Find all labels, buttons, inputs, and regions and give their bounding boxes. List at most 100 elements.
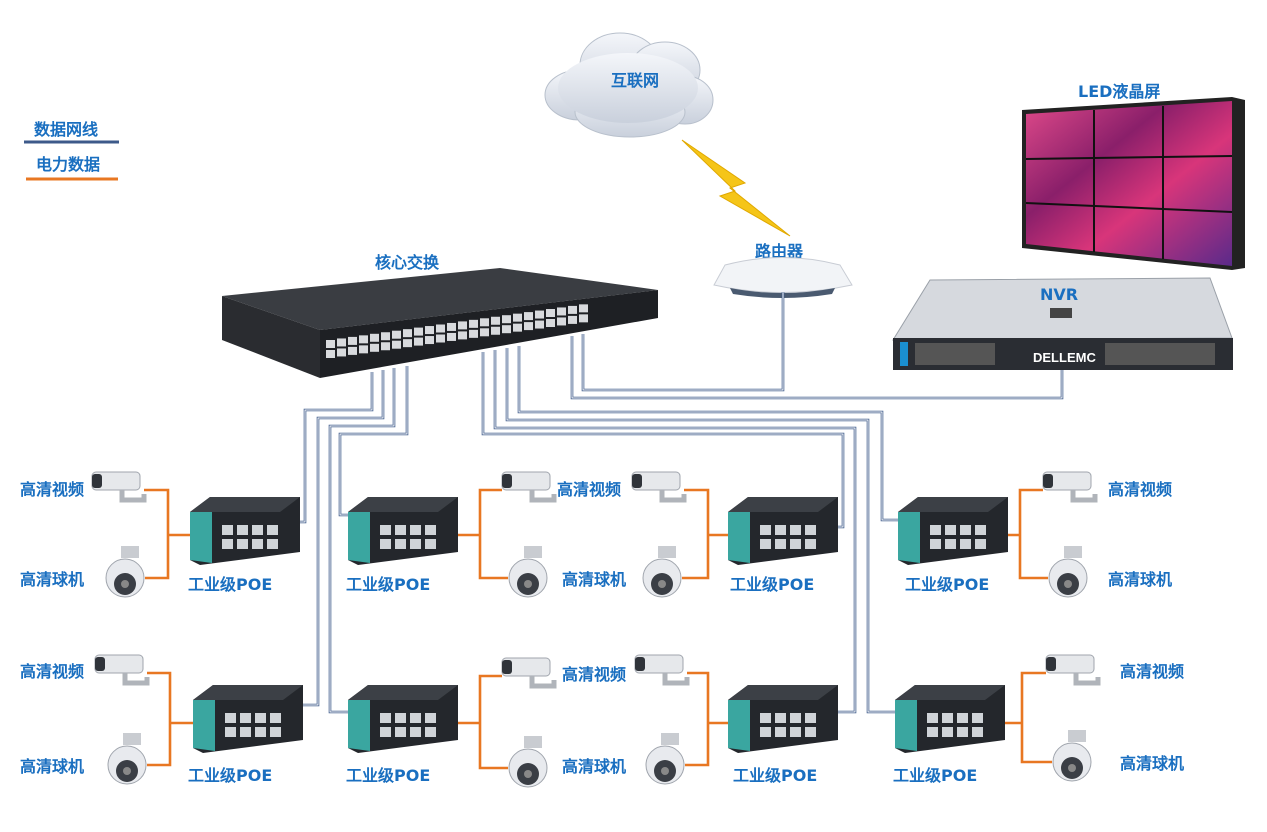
- bullet-camera-label: 高清视频: [562, 665, 626, 684]
- ethernet-port: [255, 727, 266, 737]
- ethernet-port: [326, 340, 335, 348]
- dome-camera-label: 高清球机: [20, 757, 84, 776]
- ethernet-port: [425, 713, 436, 723]
- ethernet-port: [425, 336, 434, 345]
- ethernet-port: [546, 319, 555, 327]
- legend-data-line-label: 数据网线: [34, 120, 98, 139]
- ethernet-port: [568, 305, 577, 314]
- poe-switch-label: 工业级POE: [733, 766, 817, 785]
- ethernet-port: [535, 310, 544, 319]
- ethernet-port: [805, 525, 816, 535]
- ethernet-port: [972, 713, 983, 723]
- ethernet-port: [790, 727, 801, 737]
- power-cable: [458, 488, 508, 580]
- bullet-camera-icon: [1042, 471, 1098, 503]
- ethernet-port: [960, 539, 971, 549]
- bullet-camera-label: 高清视频: [1120, 662, 1184, 681]
- ethernet-port: [337, 348, 346, 357]
- ethernet-port: [957, 727, 968, 737]
- bullet-camera-label: 高清视频: [1108, 480, 1172, 499]
- core-switch-label: 核心交换: [375, 253, 440, 272]
- ethernet-port: [775, 539, 786, 549]
- bullet-camera-icon: [94, 654, 150, 686]
- ethernet-port: [760, 713, 771, 723]
- nvr-server: DELLEMC NVR: [892, 277, 1233, 370]
- ethernet-port: [403, 339, 412, 348]
- ethernet-port: [410, 539, 421, 549]
- power-cable: [144, 488, 190, 580]
- ethernet-port: [535, 320, 544, 329]
- ethernet-port: [568, 315, 577, 324]
- ethernet-port: [775, 713, 786, 723]
- ethernet-port: [557, 307, 566, 316]
- ethernet-port: [775, 525, 786, 535]
- ethernet-port: [927, 727, 938, 737]
- data-cable-highlight: [506, 348, 895, 713]
- ethernet-port: [790, 525, 801, 535]
- data-cable-highlight: [329, 368, 395, 713]
- bullet-camera-label: 高清视频: [20, 480, 84, 499]
- ethernet-port: [480, 318, 489, 327]
- ethernet-port: [370, 343, 379, 352]
- bullet-camera-icon: [501, 471, 557, 503]
- ethernet-port: [225, 713, 236, 723]
- bullet-camera-icon: [501, 657, 557, 689]
- data-cable-highlight: [518, 346, 898, 521]
- ethernet-port: [805, 539, 816, 549]
- poe-switch: [728, 685, 838, 753]
- ethernet-port: [425, 525, 436, 535]
- dome-camera-icon: [105, 546, 145, 598]
- dome-camera-icon: [1052, 730, 1092, 782]
- router-label: 路由器: [755, 242, 804, 261]
- poe-switch: [190, 497, 300, 565]
- ethernet-port: [480, 328, 489, 337]
- ethernet-port: [337, 338, 346, 347]
- ethernet-port: [930, 525, 941, 535]
- ethernet-port: [513, 313, 522, 322]
- dome-camera-icon: [508, 736, 548, 788]
- dome-camera-icon: [508, 546, 548, 598]
- data-cable-highlight: [300, 372, 373, 523]
- ethernet-port: [436, 334, 445, 343]
- dome-camera-label: 高清球机: [562, 757, 626, 776]
- ethernet-port: [381, 342, 390, 351]
- poe-switch-label: 工业级POE: [346, 575, 430, 594]
- ethernet-port: [491, 326, 500, 335]
- ethernet-port: [957, 713, 968, 723]
- ethernet-port: [425, 539, 436, 549]
- ethernet-port: [225, 727, 236, 737]
- ethernet-port: [436, 324, 445, 333]
- ethernet-port: [942, 713, 953, 723]
- poe-switch-label: 工业级POE: [730, 575, 814, 594]
- ethernet-port: [222, 525, 233, 535]
- power-cable: [1005, 671, 1052, 764]
- data-cable-highlight: [482, 352, 844, 528]
- poe-switch: [348, 685, 458, 753]
- ethernet-port: [945, 539, 956, 549]
- ethernet-port: [425, 727, 436, 737]
- ethernet-port: [579, 314, 588, 323]
- data-cable-highlight: [571, 336, 1063, 399]
- power-cable: [458, 674, 508, 770]
- ethernet-port: [410, 525, 421, 535]
- ethernet-port: [447, 322, 456, 331]
- dome-camera-icon: [107, 733, 147, 785]
- ethernet-port: [240, 727, 251, 737]
- led-screen-label: LED液晶屏: [1078, 82, 1160, 101]
- core-switch: 核心交换: [222, 253, 658, 378]
- poe-switch: [728, 497, 838, 565]
- ethernet-port: [975, 525, 986, 535]
- ethernet-port: [557, 317, 566, 326]
- bullet-camera-icon: [1045, 654, 1101, 686]
- ethernet-port: [760, 727, 771, 737]
- ethernet-port: [237, 539, 248, 549]
- wireless-link-icon: [681, 139, 791, 237]
- nvr-label: NVR: [1040, 285, 1078, 304]
- ethernet-port: [775, 727, 786, 737]
- led-screen: LED液晶屏: [1022, 82, 1245, 270]
- ethernet-port: [790, 539, 801, 549]
